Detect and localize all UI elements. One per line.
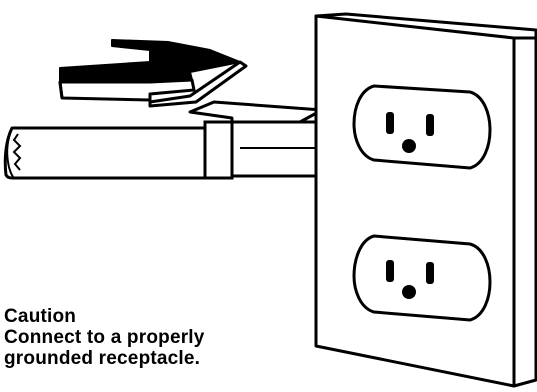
- lower-receptacle: [354, 236, 490, 320]
- wall-outlet-plate: [316, 14, 536, 386]
- caution-heading: Caution: [4, 306, 205, 327]
- caution-line-1: Connect to a properly: [4, 327, 205, 348]
- plug-direction-arrow-icon: [60, 40, 246, 106]
- caution-line-2: grounded receptacle.: [4, 348, 205, 369]
- power-cord: [5, 122, 232, 178]
- caution-caption: Caution Connect to a properly grounded r…: [4, 306, 205, 369]
- upper-receptacle: [354, 86, 490, 168]
